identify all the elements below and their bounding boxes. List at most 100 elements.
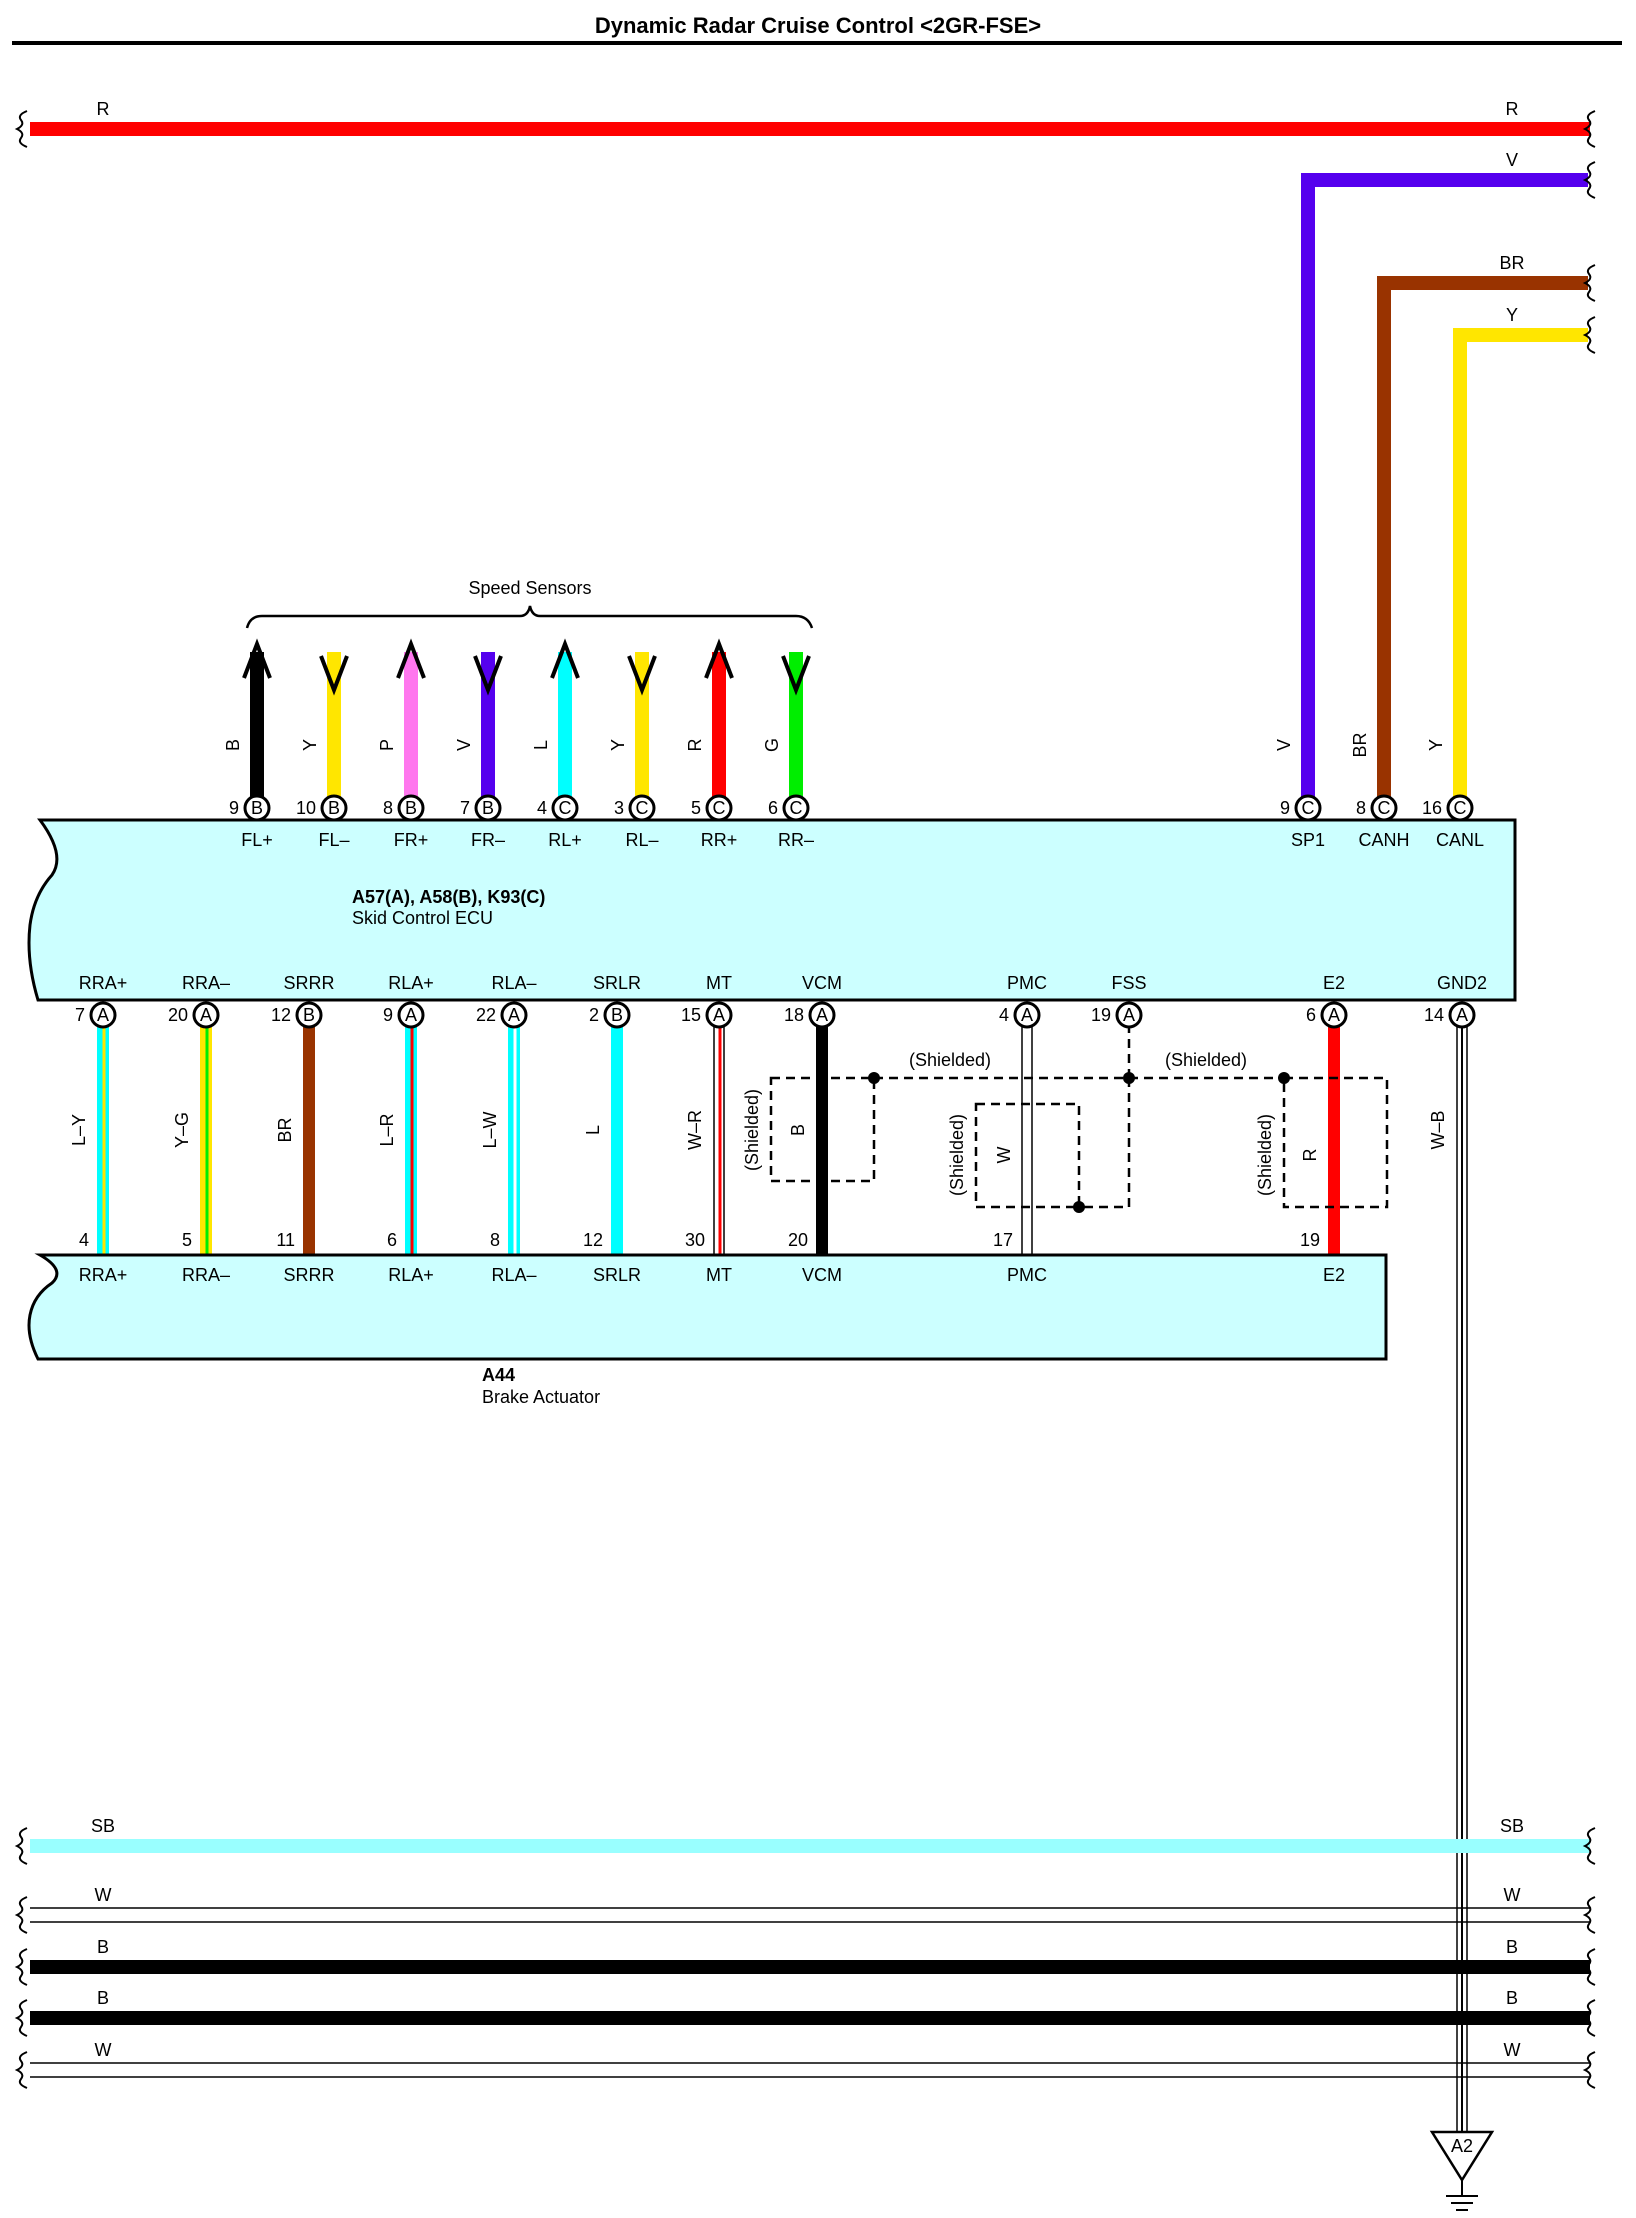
arrow-up-icon bbox=[704, 638, 734, 679]
pin-number: 6 bbox=[768, 798, 778, 818]
connector-letter: B bbox=[328, 798, 340, 818]
terminal-label: SP1 bbox=[1291, 830, 1325, 850]
connector-circle bbox=[243, 794, 271, 822]
wire-path bbox=[1301, 173, 1588, 808]
pin-number: 9 bbox=[383, 1005, 393, 1025]
connector-circle bbox=[782, 794, 810, 822]
wire-break-symbol bbox=[14, 1896, 28, 1934]
pin-number: 7 bbox=[75, 1005, 85, 1025]
connector-circle bbox=[603, 1001, 631, 1029]
connector-circle bbox=[192, 1001, 220, 1029]
wire-break-symbol bbox=[14, 1948, 28, 1986]
wire-label-vertical: BR bbox=[275, 1117, 295, 1142]
shielded-label-vcm: (Shielded) bbox=[742, 1089, 762, 1171]
terminal-label: MT bbox=[706, 973, 732, 993]
pin-number: 7 bbox=[460, 798, 470, 818]
components-layer: A57(A), A58(B), K93(C)Skid Control ECUA4… bbox=[27, 818, 1517, 1407]
connector-circle bbox=[89, 1001, 117, 1029]
connector-circle bbox=[1013, 1001, 1041, 1029]
bus-label-left: B bbox=[97, 1988, 109, 2008]
speed-sensor-wire: V bbox=[454, 652, 503, 808]
wire-label-vertical: Y bbox=[1426, 739, 1446, 751]
terminal-label: SRLR bbox=[593, 973, 641, 993]
pin-number: 15 bbox=[681, 1005, 701, 1025]
wire-path bbox=[1453, 328, 1588, 808]
connector-circle bbox=[500, 1001, 528, 1029]
bus-label-right: B bbox=[1506, 1988, 1518, 2008]
connector-circle bbox=[1446, 794, 1474, 822]
connector-circle bbox=[1370, 794, 1398, 822]
connector-circle bbox=[705, 1001, 733, 1029]
wire-label-vertical: W–B bbox=[1428, 1110, 1448, 1149]
connector-circle bbox=[628, 794, 656, 822]
connector-letter: B bbox=[303, 1005, 315, 1025]
bus-label-left: SB bbox=[91, 1816, 115, 1836]
ground-label: A2 bbox=[1451, 2136, 1473, 2156]
actuator-terminal-label: RLA– bbox=[491, 1265, 536, 1285]
connector-SRRR: B12 bbox=[271, 1001, 323, 1029]
wire-RLA+ bbox=[405, 1027, 417, 1255]
wire-break-symbol bbox=[1582, 2051, 1596, 2089]
terminal-label: RL– bbox=[625, 830, 658, 850]
actuator-pin-number: 30 bbox=[685, 1230, 705, 1250]
connector-circle bbox=[551, 794, 579, 822]
actuator-terminal-label: SRRR bbox=[283, 1265, 334, 1285]
wire-label-vertical: Y–G bbox=[172, 1112, 192, 1148]
wire-MT bbox=[713, 1027, 725, 1255]
pin-number: 8 bbox=[383, 798, 393, 818]
wire-label-vertical: W bbox=[994, 1147, 1014, 1164]
actuator-code: A44 bbox=[482, 1365, 515, 1385]
terminal-label: SRRR bbox=[283, 973, 334, 993]
wire-break-symbol bbox=[1582, 316, 1596, 354]
wire-break-symbol bbox=[1582, 1827, 1596, 1865]
pin-number: 18 bbox=[784, 1005, 804, 1025]
actuator-pin-number: 6 bbox=[387, 1230, 397, 1250]
wire-label-vertical: V bbox=[1274, 739, 1294, 751]
bus-label-left: R bbox=[97, 99, 110, 119]
connector-letter: C bbox=[790, 798, 803, 818]
actuator-pin-number: 8 bbox=[490, 1230, 500, 1250]
wire-label-vertical: Y bbox=[300, 739, 320, 751]
terminal-label: E2 bbox=[1323, 973, 1345, 993]
junction-dot bbox=[1123, 1072, 1135, 1084]
arrow-up-icon bbox=[242, 638, 272, 679]
actuator-terminal-label: RLA+ bbox=[388, 1265, 434, 1285]
connector-letter: A bbox=[1456, 1005, 1468, 1025]
terminal-label: FR– bbox=[471, 830, 505, 850]
connector-FR–: B7 bbox=[460, 794, 502, 822]
connector-letter: B bbox=[482, 798, 494, 818]
connector-letter: C bbox=[1378, 798, 1391, 818]
wire-label-vertical: V bbox=[454, 739, 474, 751]
wire-break-symbol bbox=[1582, 1896, 1596, 1934]
connector-CANL: C16 bbox=[1422, 794, 1474, 822]
connector-circle bbox=[474, 794, 502, 822]
wire-RRA+ bbox=[97, 1027, 109, 1255]
connector-letter: A bbox=[97, 1005, 109, 1025]
connector-letter: C bbox=[1302, 798, 1315, 818]
terminal-label: PMC bbox=[1007, 973, 1047, 993]
terminal-label: FL+ bbox=[241, 830, 273, 850]
wire-label-vertical: B bbox=[223, 739, 243, 751]
connector-circle bbox=[1448, 1001, 1476, 1029]
speed-sensor-wire: L bbox=[531, 638, 580, 808]
terminal-label: RL+ bbox=[548, 830, 582, 850]
connector-SP1: C9 bbox=[1280, 794, 1322, 822]
pin-number: 22 bbox=[476, 1005, 496, 1025]
connector-PMC: A4 bbox=[999, 1001, 1041, 1029]
connector-circle bbox=[1294, 794, 1322, 822]
connector-letter: C bbox=[559, 798, 572, 818]
wire-label-vertical: BR bbox=[1350, 732, 1370, 757]
shielded-label-2: (Shielded) bbox=[1165, 1050, 1247, 1070]
connector-circle bbox=[320, 794, 348, 822]
wire-break-symbol bbox=[1582, 161, 1596, 199]
connector-letter: C bbox=[1454, 798, 1467, 818]
pin-number: 9 bbox=[1280, 798, 1290, 818]
wire-gnd2: W–B bbox=[1428, 1027, 1468, 2132]
bus-label-left: W bbox=[95, 1885, 112, 1905]
pin-number: 3 bbox=[614, 798, 624, 818]
